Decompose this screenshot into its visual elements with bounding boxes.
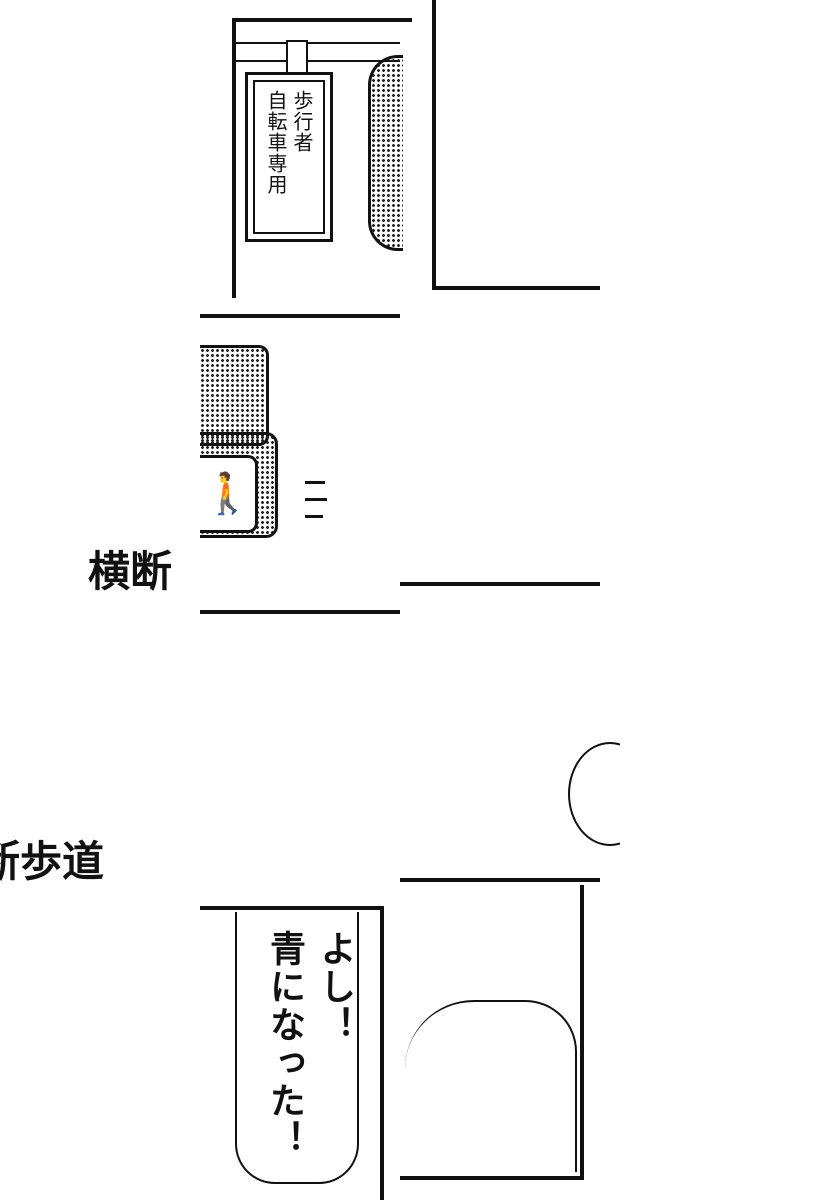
speech-text-line1: よし！: [314, 930, 355, 1044]
traffic-light-icon: [368, 55, 403, 251]
speech-bubble-partial: [568, 742, 620, 846]
sign-text-bicycles: 自転車専用: [264, 90, 288, 195]
panel-divider: [200, 314, 400, 318]
overhead-bar: [236, 60, 400, 62]
panel-border: [432, 0, 436, 290]
pedestrian-signal-housing: [200, 345, 269, 446]
speech-bubble: [235, 912, 359, 1184]
character-hair-outline: [405, 1000, 577, 1172]
panel-border: [400, 582, 600, 586]
speech-text-line2: 青になった！: [264, 930, 305, 1158]
panel-sign: [232, 18, 412, 298]
panel-border: [200, 906, 382, 910]
sign-text-pedestrians: 歩行者: [290, 90, 314, 153]
panel-border: [400, 1176, 584, 1180]
motion-lines: [305, 475, 329, 555]
caption-clip: 断歩道: [0, 820, 140, 890]
caption-crosswalk-bottom: 断歩道: [0, 837, 105, 886]
panel-border: [380, 906, 384, 1200]
walking-person-icon: 🚶: [200, 455, 258, 533]
panel-border: [400, 878, 600, 882]
panel-divider: [200, 610, 400, 614]
caption-crosswalk-top: 横断: [88, 547, 173, 596]
overhead-bar: [236, 42, 400, 44]
panel-border: [432, 286, 600, 290]
road-sign: 歩行者 自転車専用: [245, 72, 333, 242]
panel-border: [580, 885, 584, 1180]
